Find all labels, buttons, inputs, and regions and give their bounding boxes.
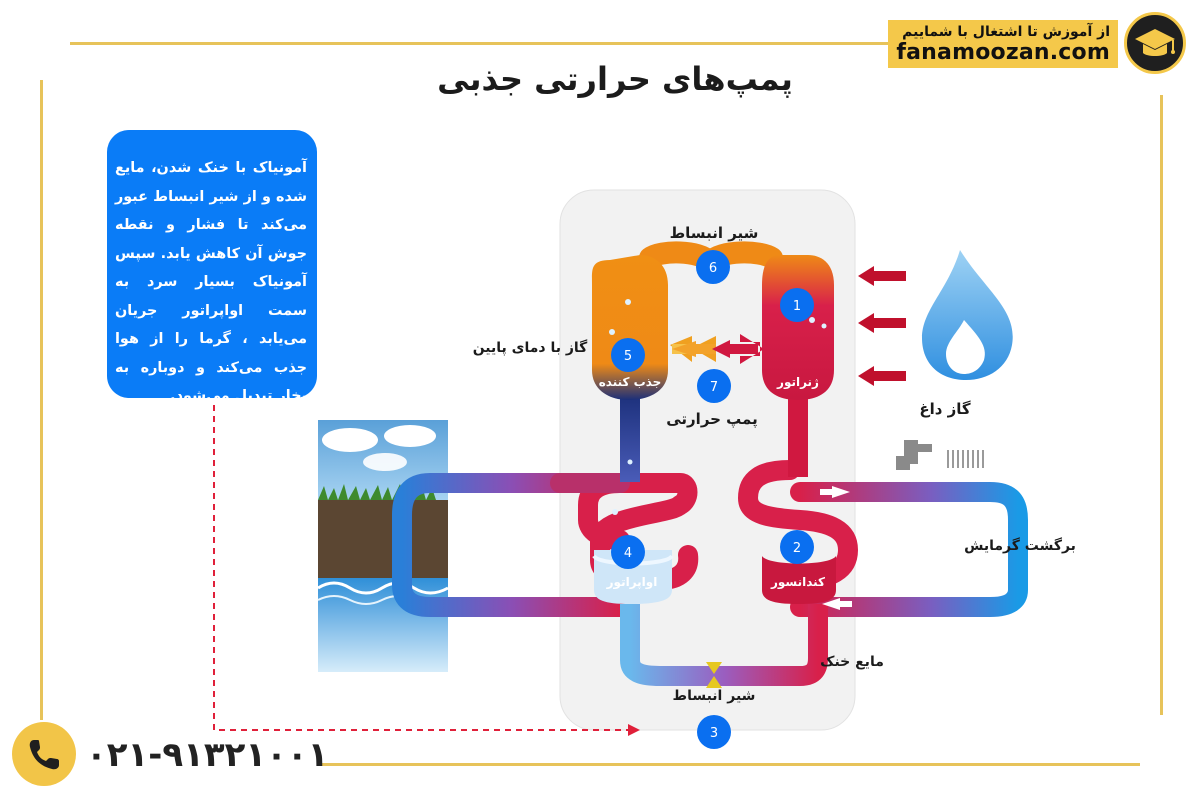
info-box: آمونیاک با خنک شدن، مایع شده و از شیر ان…: [107, 130, 317, 404]
label-cold-liquid: مایع خنک: [820, 654, 884, 670]
condenser-container: [762, 556, 836, 604]
brand-tagline: از آموزش تا اشتغال با شماییم: [902, 24, 1110, 40]
marker-5: 5: [611, 338, 645, 372]
ground-water-image: [317, 420, 449, 672]
brand-text-box: از آموزش تا اشتغال با شماییم fanamoozan.…: [888, 20, 1118, 68]
marker-6: 6: [696, 250, 730, 284]
bottom-return-pipe: [620, 604, 828, 686]
brand-header: از آموزش تا اشتغال با شماییم fanamoozan.…: [888, 8, 1190, 76]
info-box-text: آمونیاک با خنک شدن، مایع شده و از شیر ان…: [115, 160, 307, 404]
generator-tank: [762, 255, 834, 400]
marker-7: 7: [697, 369, 731, 403]
marker-3: 3: [697, 715, 731, 749]
marker-4: 4: [611, 535, 645, 569]
label-evaporator: اواپراتور: [606, 575, 658, 590]
absorber-down-pipe: [620, 392, 640, 482]
label-absorber: جذب کننده: [599, 375, 662, 389]
label-condenser: کندانسور: [770, 575, 825, 590]
frame-bottom-line: [320, 763, 1140, 766]
label-heat-pump: پمپ حرارتی: [666, 410, 758, 429]
condenser-loop: [738, 460, 1028, 617]
heat-pump-arrows: [672, 340, 758, 358]
generator-down-pipe: [788, 392, 808, 477]
svg-text:5: 5: [624, 349, 632, 364]
frame-right-line: [1160, 95, 1163, 715]
label-generator: ژنراتور: [776, 375, 819, 390]
gas-flame-icon: [922, 250, 1013, 380]
info-guide-dashed-line: [213, 405, 628, 731]
label-hot-gas: گاز داغ: [919, 400, 971, 418]
graduation-cap-icon: [1135, 29, 1175, 56]
absorber-tank: [591, 255, 668, 400]
svg-text:7: 7: [710, 380, 718, 395]
info-guide-arrowhead: [628, 724, 640, 736]
svg-text:2: 2: [793, 541, 801, 556]
label-expansion-valve-top: شیر انبساط: [670, 224, 759, 242]
page-title: پمپ‌های حرارتی جذبی: [437, 60, 793, 98]
svg-text:6: 6: [709, 261, 717, 276]
brand-site-link[interactable]: fanamoozan.com: [896, 40, 1110, 65]
phone-number: ۰۲۱-۹۱۳۲۱۰۰۱: [86, 735, 329, 775]
radiator-icon: [947, 450, 984, 468]
phone-icon: [29, 740, 59, 770]
frame-left-line: [40, 80, 43, 720]
frame-top-line: [70, 42, 890, 45]
svg-text:4: 4: [624, 546, 632, 561]
bottom-expansion-valve: [706, 662, 722, 688]
marker-2: 2: [780, 530, 814, 564]
svg-text:3: 3: [710, 726, 718, 741]
bubbles: [609, 299, 827, 515]
label-low-temp-gas: گاز با دمای پایین: [473, 339, 588, 356]
graduation-cap-logo-icon: [1124, 12, 1186, 74]
svg-text:1: 1: [793, 299, 801, 314]
incoming-heat-arrows: [858, 266, 906, 386]
faucet-icon: [896, 440, 932, 470]
flow-arrows-right-loop: [820, 486, 852, 610]
marker-1: 1: [780, 288, 814, 322]
label-expansion-valve-bottom: شیر انبساط: [673, 688, 756, 704]
phone-button[interactable]: [12, 722, 76, 786]
label-heating-return: برگشت گرمایش: [964, 537, 1076, 554]
